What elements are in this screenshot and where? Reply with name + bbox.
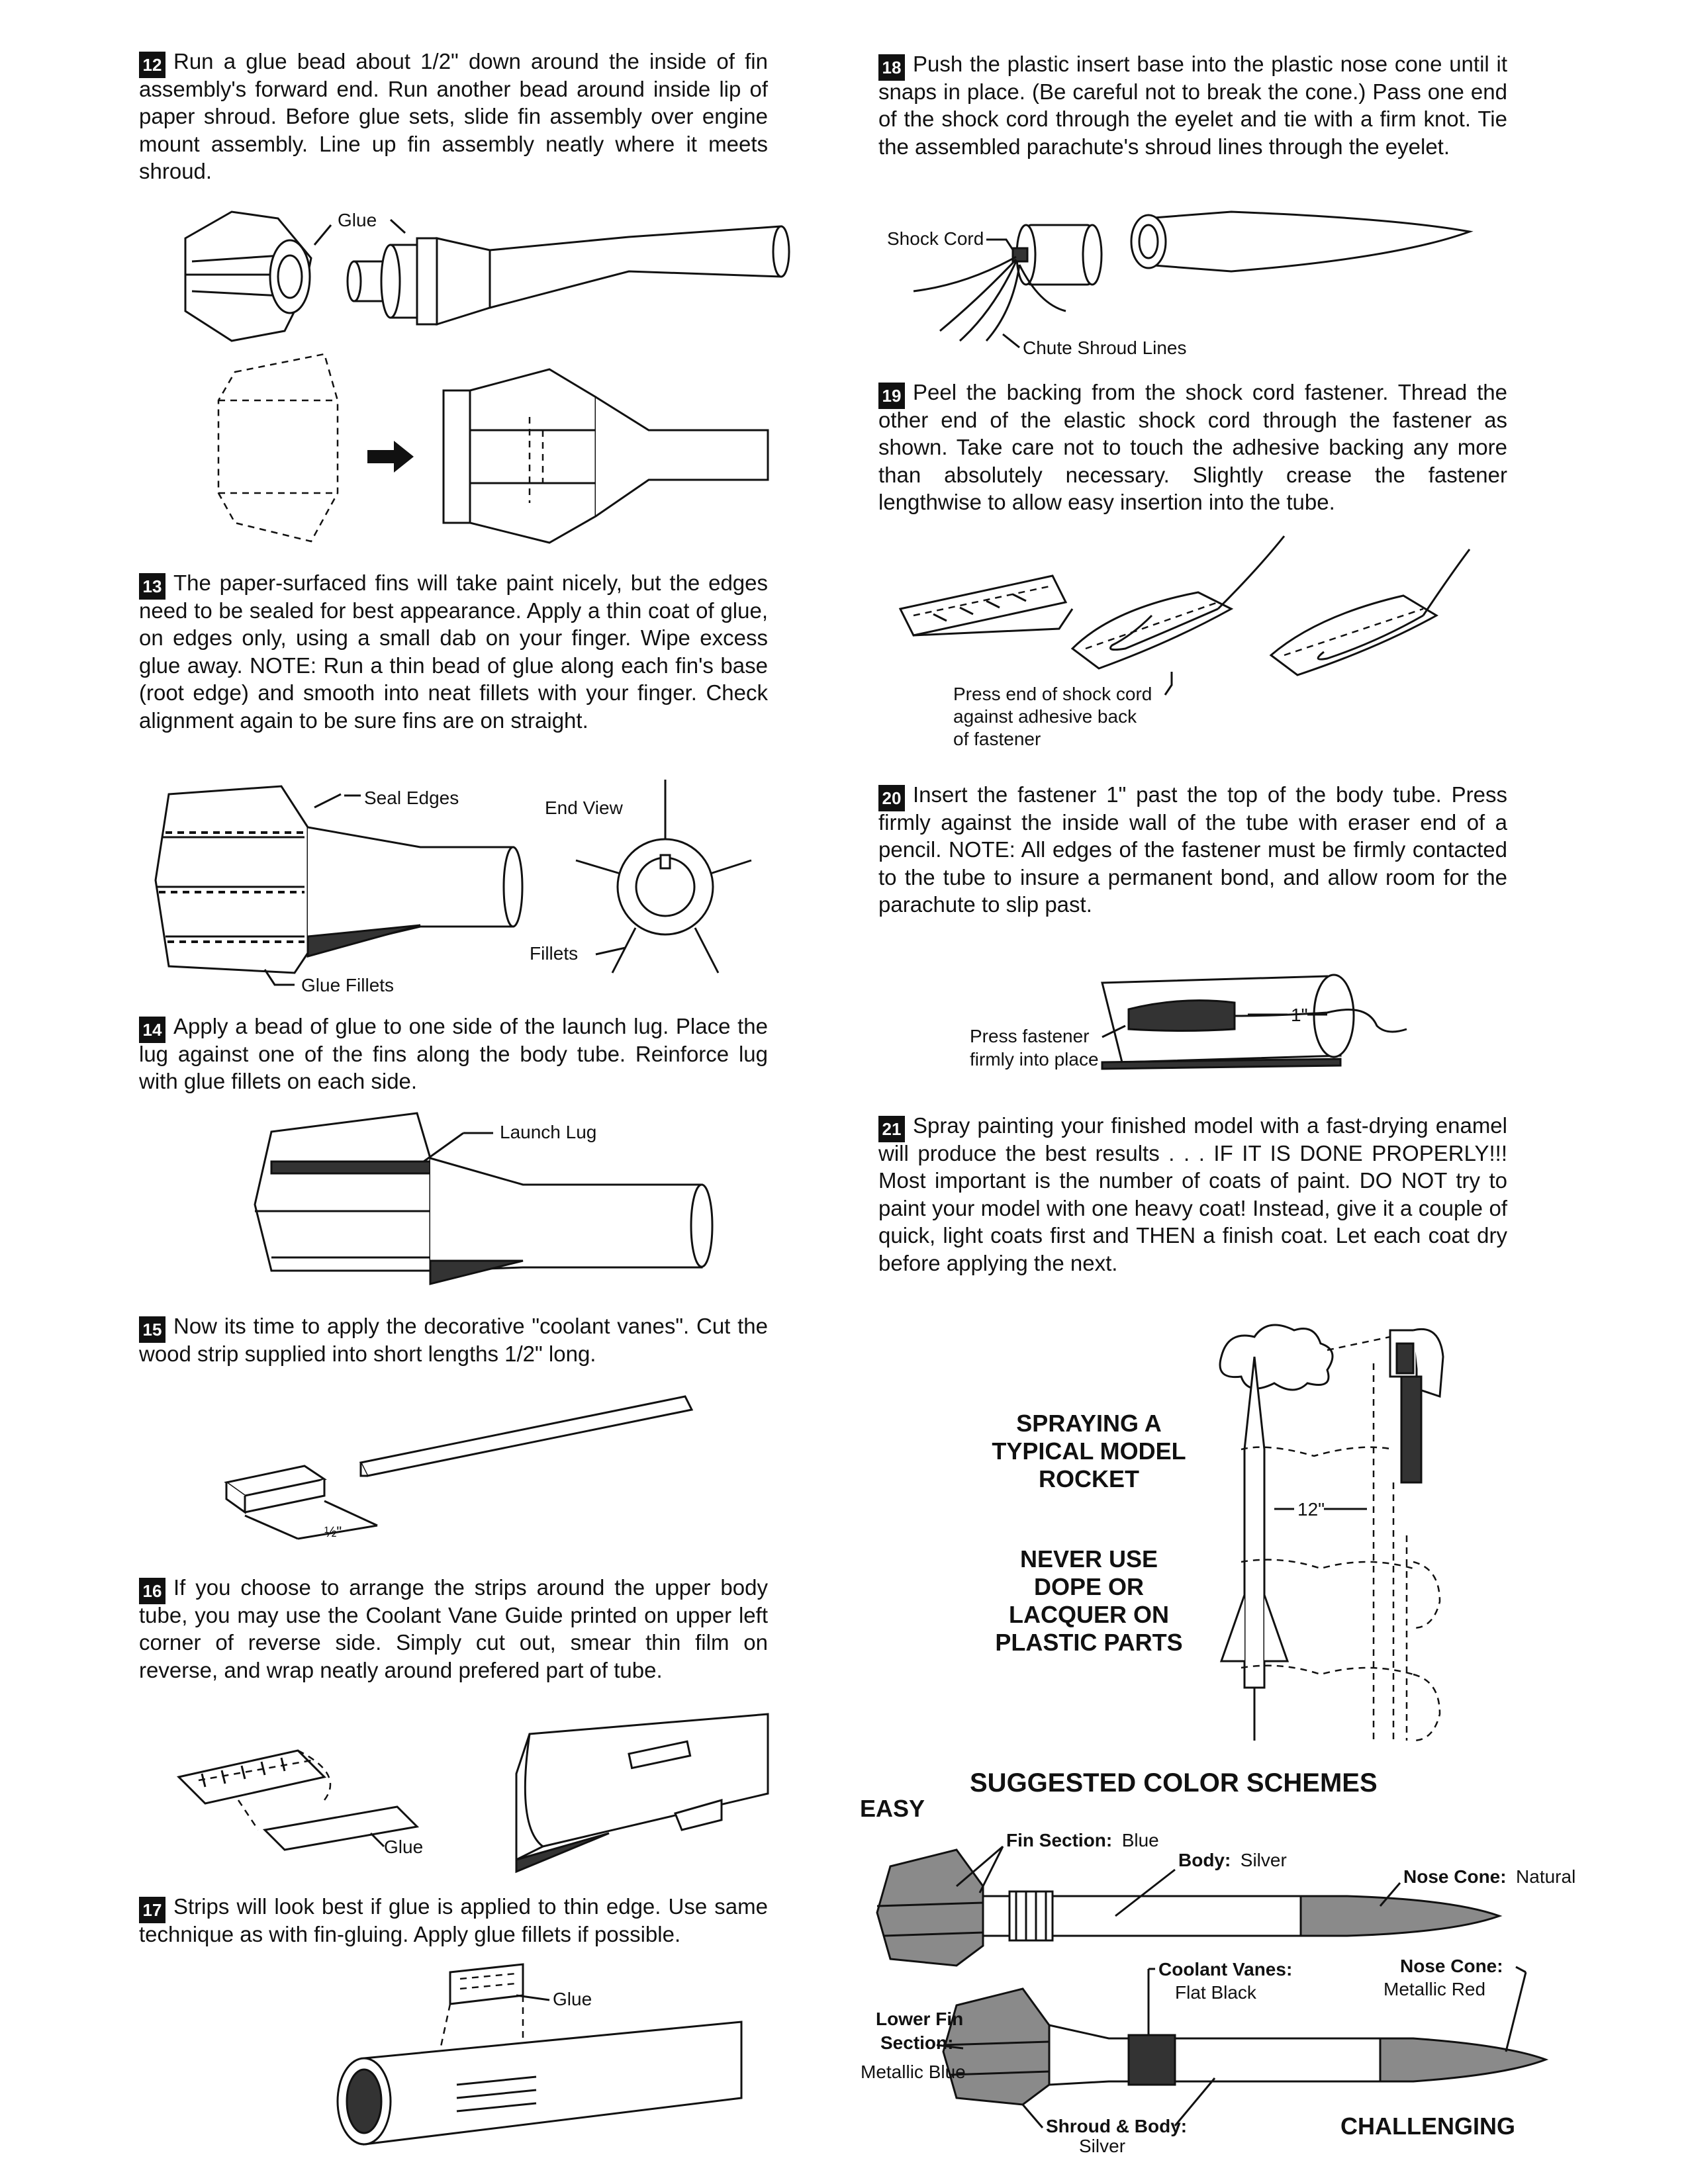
step-number-13: 13 (139, 573, 165, 600)
step-19-diagram: Press end of shock cord against adhesive… (898, 535, 1471, 749)
ch-lower-key-2: Section: (880, 2032, 953, 2053)
step-20-text: Insert the fastener 1" past the top of t… (878, 782, 1507, 917)
ch-lower-key-1: Lower Fin (876, 2009, 963, 2029)
ch-nose-key: Nose Cone: (1400, 1956, 1503, 1976)
easy-nose-key: Nose Cone: (1403, 1866, 1507, 1887)
ch-shroud-value: Silver (1079, 2136, 1125, 2156)
launch-lug-label: Launch Lug (500, 1122, 596, 1142)
ch-lower-value: Metallic Blue (861, 2062, 966, 2082)
step-16-diagram: Glue (177, 1713, 769, 1874)
step-21: 21 Spray painting your finished model wi… (878, 1112, 1507, 1277)
step-number-12: 12 (139, 52, 165, 78)
step-number-17: 17 (139, 1897, 165, 1923)
step-17: 17 Strips will look best if glue is appl… (139, 1893, 768, 1948)
step-14: 14 Apply a bead of glue to one side of t… (139, 1013, 768, 1095)
easy-fin-key: Fin Section: (1006, 1830, 1112, 1850)
step-15: 15 Now its time to apply the decorative … (139, 1312, 768, 1367)
step-12: 12 Run a glue bead about 1/2" down aroun… (139, 48, 768, 185)
press-end-line-3: of fastener (953, 729, 1041, 749)
easy-body-value: Silver (1241, 1850, 1287, 1870)
step-number-19: 19 (878, 383, 905, 409)
step-16-text: If you choose to arrange the strips arou… (139, 1575, 768, 1682)
ch-nose-value: Metallic Red (1383, 1979, 1485, 1999)
press-fastener-line-1: Press fastener (970, 1026, 1090, 1046)
glue-label-12: Glue (338, 210, 377, 230)
step-number-16: 16 (139, 1578, 165, 1604)
ch-vanes-value: Flat Black (1175, 1982, 1257, 2003)
ch-shroud-key: Shroud & Body: (1046, 2116, 1187, 2136)
step-13: 13 The paper-surfaced fins will take pai… (139, 569, 768, 735)
step-19: 19 Peel the backing from the shock cord … (878, 379, 1507, 516)
shock-cord-label: Shock Cord (887, 228, 984, 249)
easy-fin-value: Blue (1122, 1830, 1159, 1850)
step-12-diagram: Glue (184, 210, 790, 544)
easy-nose-value: Natural (1516, 1866, 1575, 1887)
twelve-inch-label: 12" (1297, 1499, 1325, 1520)
svg-text:Body: Silver: Body: Silver (1178, 1850, 1287, 1870)
one-inch-label: 1" (1291, 1005, 1308, 1025)
easy-label: EASY (860, 1795, 925, 1822)
step-13-text: The paper-surfaced fins will take paint … (139, 570, 768, 733)
step-number-14: 14 (139, 1017, 165, 1043)
step-20: 20 Insert the fastener 1" past the top o… (878, 781, 1507, 919)
color-schemes-heading: SUGGESTED COLOR SCHEMES (970, 1768, 1378, 1797)
step-20-diagram: 1" Press fastener firmly into place (970, 974, 1407, 1070)
step-14-text: Apply a bead of glue to one side of the … (139, 1014, 768, 1094)
step-16: 16 If you choose to arrange the strips a… (139, 1574, 768, 1684)
press-end-line-2: against adhesive back (953, 706, 1137, 727)
challenging-rocket-diagram: Coolant Vanes: Flat Black Nose Cone: Met… (861, 1956, 1549, 2156)
glue-label-16: Glue (384, 1837, 423, 1857)
step-19-text: Peel the backing from the shock cord fas… (878, 380, 1507, 515)
spray-diagram: 12" (1219, 1324, 1444, 1742)
step-18: 18 Push the plastic insert base into the… (878, 50, 1507, 160)
challenging-label: CHALLENGING (1340, 2113, 1515, 2140)
easy-rocket-diagram: Fin Section: Blue Body: Silver Nose Cone… (876, 1830, 1575, 1967)
end-view-label: End View (545, 797, 624, 818)
svg-text:Fin Section: Blue: Fin Section: Blue (1006, 1830, 1159, 1850)
chute-shroud-lines-label: Chute Shroud Lines (1023, 338, 1187, 358)
step-17-text: Strips will look best if glue is applied… (139, 1894, 768, 1946)
step-17-diagram: Glue (336, 1963, 743, 2146)
spray-caption: SPRAYING A TYPICAL MODEL ROCKET (992, 1410, 1186, 1492)
ch-vanes-key: Coolant Vanes: (1158, 1959, 1292, 1979)
step-13-diagram: Seal Edges Glue Fillets End View Fillets (154, 780, 752, 995)
step-18-text: Push the plastic insert base into the pl… (878, 52, 1507, 159)
step-number-20: 20 (878, 785, 905, 811)
step-number-18: 18 (878, 54, 905, 81)
press-fastener-line-2: firmly into place (970, 1049, 1099, 1069)
step-14-diagram: Launch Lug (254, 1112, 714, 1285)
step-21-text: Spray painting your finished model with … (878, 1113, 1507, 1275)
step-number-21: 21 (878, 1116, 905, 1142)
svg-text:Nose Cone: Natural: Nose Cone: Natural (1403, 1866, 1575, 1887)
half-inch-label: ½" (324, 1524, 342, 1540)
press-end-line-1: Press end of shock cord (953, 684, 1152, 704)
glue-fillets-label: Glue Fillets (301, 975, 394, 995)
seal-edges-label: Seal Edges (364, 788, 459, 808)
glue-label-17: Glue (553, 1989, 592, 2009)
step-18-diagram: Shock Cord Chute Shroud Lines (887, 210, 1474, 358)
never-use-caption: NEVER USE DOPE OR LACQUER ON PLASTIC PAR… (995, 1545, 1183, 1656)
step-number-15: 15 (139, 1316, 165, 1343)
fillets-label: Fillets (530, 943, 578, 964)
step-15-text: Now its time to apply the decorative "co… (139, 1314, 768, 1366)
step-15-diagram: ½" (224, 1395, 694, 1540)
easy-body-key: Body: (1178, 1850, 1231, 1870)
step-12-text: Run a glue bead about 1/2" down around t… (139, 49, 768, 184)
